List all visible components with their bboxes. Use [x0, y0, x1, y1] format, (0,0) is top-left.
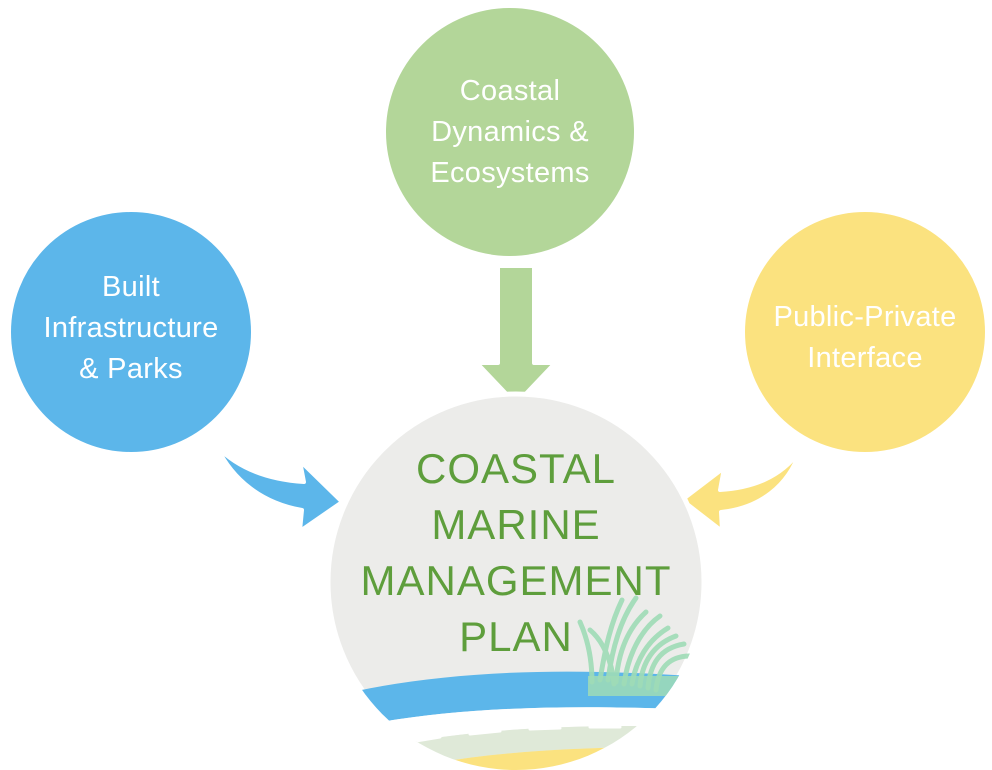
road-dash-marks: [408, 725, 682, 744]
infrastructure-label-line-3: & Parks: [79, 352, 183, 385]
plan-title-line-4: PLAN: [459, 613, 573, 660]
ecosystems-label-line-2: Dynamics &: [431, 115, 589, 148]
plan-title-line-2: MARINE: [431, 501, 601, 548]
interface-label-line-2: Interface: [807, 342, 923, 374]
arrow-from-interface: [680, 449, 802, 533]
ecosystems-label: Coastal Dynamics & Ecosystems: [400, 70, 620, 194]
infrastructure-label-line-2: Infrastructure: [43, 311, 219, 344]
ecosystems-label-line-3: Ecosystems: [430, 156, 590, 189]
arrow-from-infrastructure: [215, 445, 344, 533]
interface-label: Public-Private Interface: [745, 296, 985, 380]
dune-grass-base: [588, 676, 700, 696]
plan-title-line-1: COASTAL: [416, 445, 616, 492]
plan-title-line-3: MANAGEMENT: [360, 557, 672, 604]
arrow-from-ecosystems: [475, 264, 557, 406]
ecosystems-label-line-1: Coastal: [459, 74, 561, 107]
infrastructure-label-line-1: Built: [102, 270, 160, 303]
plan-title: COASTAL MARINE MANAGEMENT PLAN: [326, 441, 706, 665]
interface-label-line-1: Public-Private: [773, 301, 957, 333]
ecosystems-circle: [382, 4, 638, 260]
infrastructure-label: Built Infrastructure & Parks: [16, 266, 246, 390]
interface-circle: [741, 208, 989, 456]
infrastructure-circle: [7, 208, 255, 456]
white-sand-band: [328, 707, 704, 770]
